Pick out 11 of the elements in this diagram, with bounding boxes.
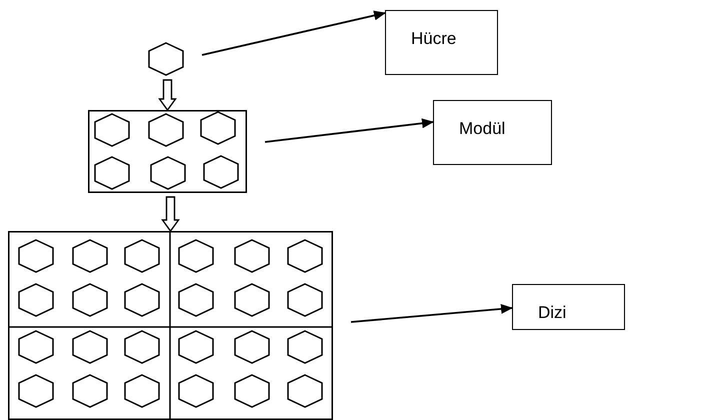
arrow xyxy=(350,304,513,323)
block-arrow xyxy=(161,196,180,232)
arrow xyxy=(264,118,434,143)
box-label: Dizi xyxy=(538,303,566,323)
label-box xyxy=(433,100,552,165)
box-label: Hücre xyxy=(411,29,456,49)
label-box xyxy=(385,10,498,75)
block-arrow xyxy=(158,79,177,112)
box-label: Modül xyxy=(459,119,506,139)
label-box xyxy=(512,284,625,330)
arrow xyxy=(202,10,386,56)
